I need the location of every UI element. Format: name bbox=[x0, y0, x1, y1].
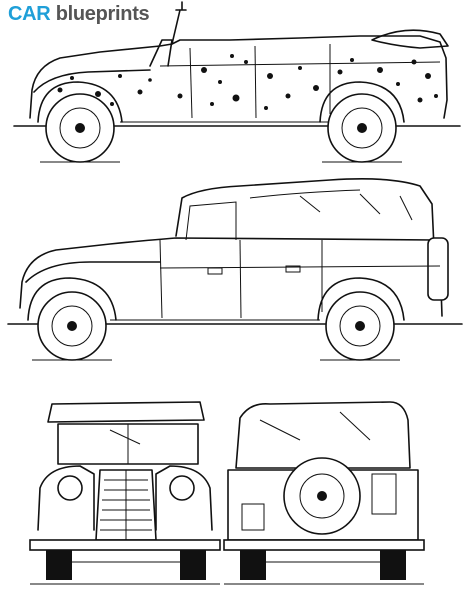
side-view-open-top bbox=[13, 1, 461, 163]
front-view bbox=[29, 401, 221, 585]
side-view-soft-top bbox=[7, 178, 463, 361]
rear-view bbox=[223, 401, 425, 585]
logo-car-text: CAR bbox=[8, 3, 51, 25]
logo-blueprints-text: blueprints bbox=[55, 3, 150, 25]
site-logo: CAR blueprints bbox=[8, 2, 150, 26]
camouflage-pattern bbox=[57, 54, 438, 110]
